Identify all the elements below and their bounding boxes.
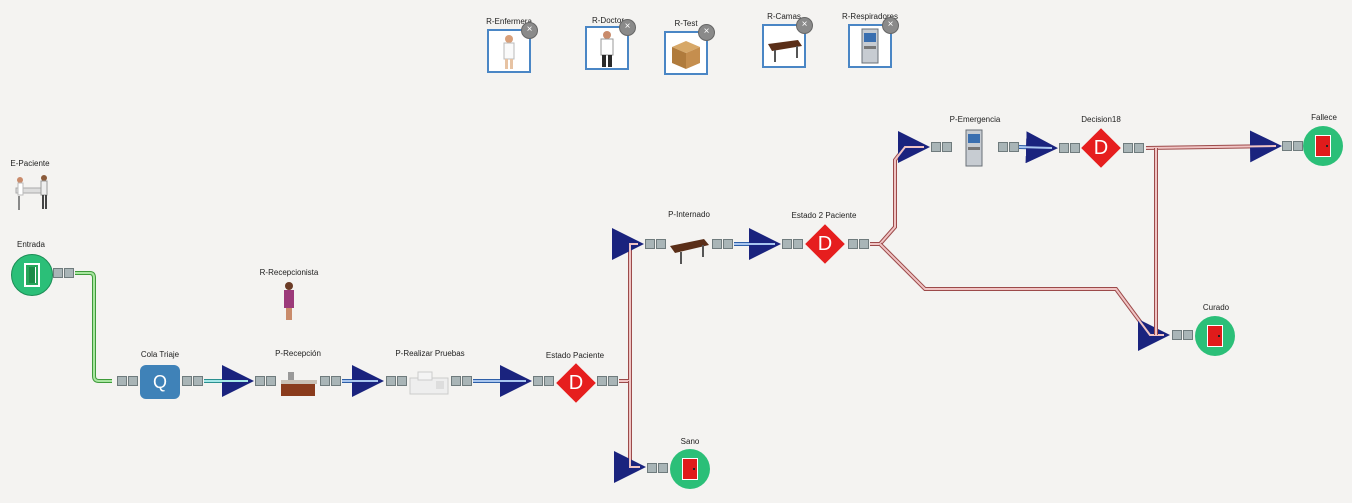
- lab-icon[interactable]: [408, 368, 450, 398]
- label-r-test: R-Test: [674, 19, 698, 28]
- nurse-icon: [503, 35, 515, 69]
- port-internado-out-1[interactable]: [712, 239, 722, 249]
- resource-doctor[interactable]: ×: [585, 19, 636, 70]
- label-p-recepcion: P-Recepción: [275, 349, 321, 358]
- port-decision18-in-1[interactable]: [1059, 143, 1069, 153]
- desk-icon[interactable]: [278, 372, 320, 402]
- patients-icon[interactable]: [10, 172, 54, 212]
- port-curado-in-1[interactable]: [1172, 330, 1182, 340]
- port-entrada-out-2[interactable]: [64, 268, 74, 278]
- fallece-node[interactable]: [1303, 126, 1343, 166]
- port-decision18-out-1[interactable]: [1123, 143, 1133, 153]
- bed-table-icon: [768, 40, 802, 62]
- label-decision18: Decision18: [1081, 115, 1121, 124]
- label-r-recepcionista: R-Recepcionista: [259, 268, 319, 277]
- port-recepcion-in-1[interactable]: [255, 376, 265, 386]
- box-icon: [672, 41, 700, 69]
- port-fallece-in-2[interactable]: [1293, 141, 1303, 151]
- resource-camas[interactable]: ×: [762, 17, 813, 68]
- door-icon: [24, 263, 40, 287]
- queue-node[interactable]: Q: [140, 365, 180, 399]
- decision-letter: D: [568, 372, 584, 394]
- sano-node[interactable]: [670, 449, 710, 489]
- port-emergencia-out-1[interactable]: [998, 142, 1008, 152]
- door-icon: [1315, 135, 1331, 157]
- remove-doctor-icon[interactable]: ×: [619, 19, 636, 36]
- port-estado-out-1[interactable]: [597, 376, 607, 386]
- port-estado-in-2[interactable]: [544, 376, 554, 386]
- port-internado-in-1[interactable]: [645, 239, 655, 249]
- port-emergencia-out-2[interactable]: [1009, 142, 1019, 152]
- port-pruebas-in-2[interactable]: [397, 376, 407, 386]
- decision-letter: D: [817, 233, 833, 255]
- port-estado2-in-1[interactable]: [782, 239, 792, 249]
- receptionist-icon[interactable]: [278, 280, 300, 322]
- resource-enfermera[interactable]: ×: [487, 22, 538, 73]
- port-cola-in-1[interactable]: [117, 376, 127, 386]
- label-sano: Sano: [680, 437, 700, 446]
- label-r-doctor: R-Doctor: [591, 16, 625, 25]
- label-estado-paciente: Estado Paciente: [545, 351, 605, 360]
- label-r-camas: R-Camas: [767, 12, 801, 21]
- port-fallece-in-1[interactable]: [1282, 141, 1292, 151]
- doctor-icon: [600, 31, 614, 67]
- ventilator-icon: [861, 28, 879, 64]
- port-emergencia-in-1[interactable]: [931, 142, 941, 152]
- label-e-paciente: E-Paciente: [10, 159, 50, 168]
- remove-camas-icon[interactable]: ×: [796, 17, 813, 34]
- port-recepcion-in-2[interactable]: [266, 376, 276, 386]
- label-p-emergencia: P-Emergencia: [949, 115, 1001, 124]
- remove-respiradores-icon[interactable]: ×: [882, 17, 899, 34]
- link-decision18-branches: [1145, 130, 1282, 335]
- port-recepcion-out-2[interactable]: [331, 376, 341, 386]
- port-sano-in-1[interactable]: [647, 463, 657, 473]
- label-p-realizar-pruebas: P-Realizar Pruebas: [395, 349, 465, 358]
- label-p-internado: P-Internado: [668, 210, 710, 219]
- port-pruebas-out-1[interactable]: [451, 376, 461, 386]
- port-sano-in-2[interactable]: [658, 463, 668, 473]
- curado-node[interactable]: [1195, 316, 1235, 356]
- port-internado-out-2[interactable]: [723, 239, 733, 249]
- port-cola-out-1[interactable]: [182, 376, 192, 386]
- remove-test-icon[interactable]: ×: [698, 24, 715, 41]
- ventilator-icon[interactable]: [962, 128, 986, 168]
- label-fallece: Fallece: [1311, 113, 1337, 122]
- label-entrada: Entrada: [16, 240, 46, 249]
- port-decision18-out-2[interactable]: [1134, 143, 1144, 153]
- link-estado2-branches: [870, 131, 1170, 351]
- port-estado-out-2[interactable]: [608, 376, 618, 386]
- bed-table-icon[interactable]: [668, 232, 710, 266]
- label-estado2-paciente: Estado 2 Paciente: [791, 211, 857, 220]
- door-icon: [682, 458, 698, 480]
- door-icon: [1207, 325, 1223, 347]
- port-pruebas-out-2[interactable]: [462, 376, 472, 386]
- label-cola-triaje: Cola Triaje: [140, 350, 180, 359]
- port-recepcion-out-1[interactable]: [320, 376, 330, 386]
- port-pruebas-in-1[interactable]: [386, 376, 396, 386]
- label-r-enfermera: R-Enfermera: [486, 17, 532, 26]
- port-emergencia-in-2[interactable]: [942, 142, 952, 152]
- port-cola-out-2[interactable]: [193, 376, 203, 386]
- decision-letter: D: [1093, 137, 1109, 159]
- port-estado2-out-1[interactable]: [848, 239, 858, 249]
- port-curado-in-2[interactable]: [1183, 330, 1193, 340]
- resource-test[interactable]: ×: [664, 24, 715, 75]
- port-entrada-out-1[interactable]: [53, 268, 63, 278]
- entrada-node[interactable]: [11, 254, 53, 296]
- port-estado2-in-2[interactable]: [793, 239, 803, 249]
- port-estado-in-1[interactable]: [533, 376, 543, 386]
- port-internado-in-2[interactable]: [656, 239, 666, 249]
- remove-enfermera-icon[interactable]: ×: [521, 22, 538, 39]
- label-curado: Curado: [1202, 303, 1230, 312]
- label-r-respiradores: R-Respiradores: [841, 12, 899, 21]
- port-decision18-in-2[interactable]: [1070, 143, 1080, 153]
- resource-respiradores[interactable]: ×: [848, 17, 899, 68]
- port-estado2-out-2[interactable]: [859, 239, 869, 249]
- port-cola-in-2[interactable]: [128, 376, 138, 386]
- link-estado-branches: [612, 228, 646, 483]
